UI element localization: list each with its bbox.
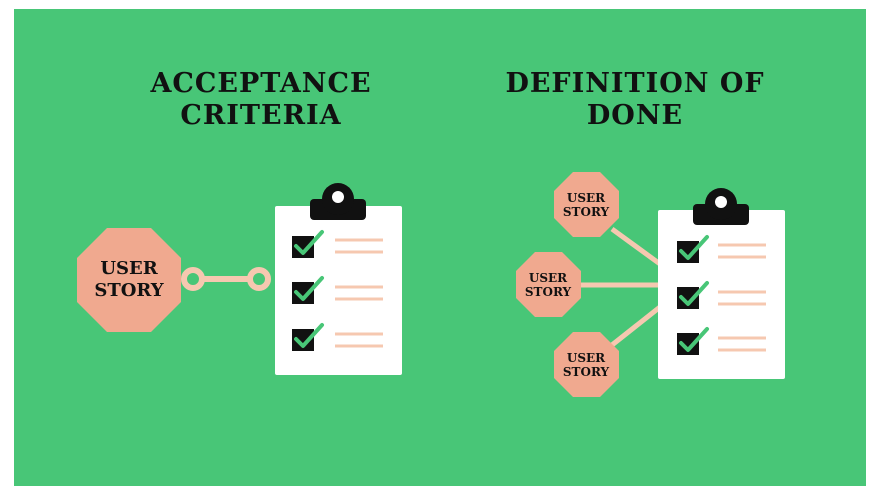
checklist-item (677, 281, 766, 309)
octagon-shape (554, 332, 619, 397)
user-story-label-line1: USER (529, 271, 568, 285)
connector-link (181, 267, 271, 291)
acceptance-criteria-title-line1: ACCEPTANCE (150, 68, 372, 99)
acceptance-criteria-diagram: USER STORY (77, 183, 402, 375)
checkbox-icon (677, 333, 699, 355)
user-story-octagon: USER STORY (77, 228, 181, 332)
user-story-octagon: USER STORY (516, 252, 581, 317)
clip-hole (332, 191, 344, 203)
acceptance-criteria-title: ACCEPTANCE CRITERIA (91, 68, 431, 132)
user-story-label-line1: USER (567, 191, 606, 205)
clipboard-clip-icon (693, 188, 749, 225)
checklist-item (292, 276, 383, 304)
octagon-shape (554, 172, 619, 237)
connector-line-bottom (610, 305, 662, 347)
octagon-shape (77, 228, 181, 332)
checklist-item (292, 323, 383, 351)
clipboard-clip-icon (310, 183, 366, 220)
checkmark-icon (679, 327, 709, 352)
checkmark-icon (294, 230, 324, 255)
user-story-label-line1: USER (567, 351, 606, 365)
checklist-item (677, 235, 766, 263)
user-story-label-line2: STORY (563, 365, 610, 379)
acceptance-criteria-title-line2: CRITERIA (180, 100, 342, 131)
definition-of-done-diagram: USER STORY USER STORY USER STORY (516, 172, 785, 397)
checklist-clipboard (658, 188, 785, 379)
story-connectors (578, 226, 662, 347)
checkmark-icon (679, 281, 709, 306)
connector-line-top (610, 226, 662, 267)
user-story-octagon: USER STORY (554, 172, 619, 237)
definition-of-done-title-line1: DEFINITION OF (505, 68, 765, 99)
checkbox-icon (292, 236, 314, 258)
checklist-item (677, 327, 766, 355)
checkbox-icon (292, 282, 314, 304)
checkbox-icon (292, 329, 314, 351)
user-story-label-line2: STORY (94, 280, 164, 301)
octagon-shape (516, 252, 581, 317)
user-story-label-line2: STORY (563, 205, 610, 219)
definition-of-done-title: DEFINITION OF DONE (465, 68, 805, 132)
checkbox-icon (677, 241, 699, 263)
user-story-octagon: USER STORY (554, 332, 619, 397)
checkmark-icon (679, 235, 709, 260)
checklist-item (292, 230, 383, 258)
checkmark-icon (294, 276, 324, 301)
connector-ring-right (247, 267, 271, 291)
user-story-label-line1: USER (100, 258, 158, 279)
definition-of-done-title-line2: DONE (586, 100, 684, 131)
checkmark-icon (294, 323, 324, 348)
checkbox-icon (677, 287, 699, 309)
connector-ring-left (181, 267, 205, 291)
user-story-label-line2: STORY (525, 285, 572, 299)
clip-hole (715, 196, 727, 208)
checklist-clipboard (275, 183, 402, 375)
